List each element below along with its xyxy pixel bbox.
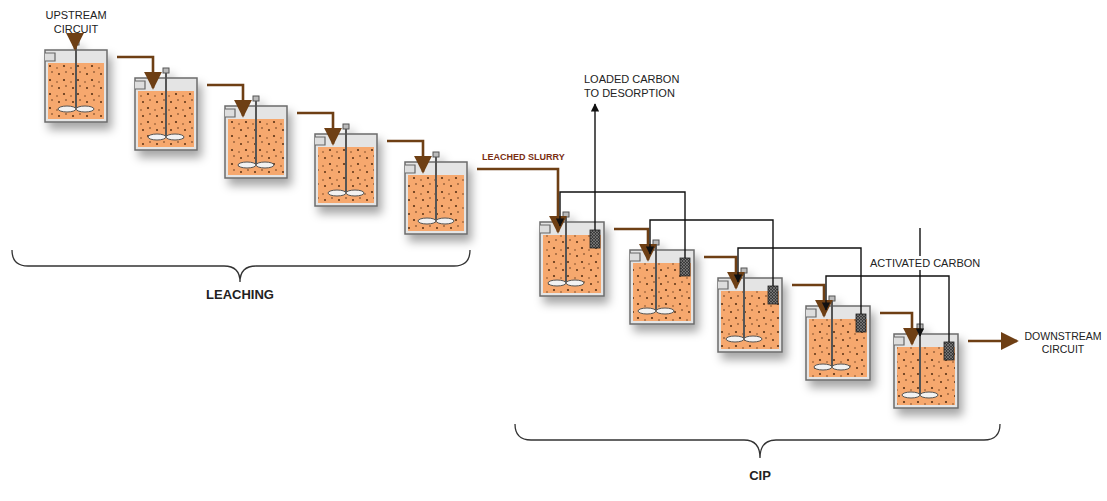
slurry-flow <box>207 85 243 116</box>
slurry-flow <box>704 257 736 288</box>
slurry-flow <box>297 113 333 144</box>
stream-label: UPSTREAM CIRCUIT <box>38 8 114 36</box>
agitated-tank <box>225 96 287 178</box>
stream-label: LEACHED SLURRY <box>482 152 565 163</box>
carbon-flow <box>650 220 773 286</box>
carbon-flow <box>738 248 861 314</box>
agitated-tank <box>405 152 467 234</box>
stream-label: DOWNSTREAM CIRCUIT <box>1022 330 1104 356</box>
slurry-flow <box>117 57 153 88</box>
stream-label: ACTIVATED CARBON <box>868 256 982 270</box>
agitated-tank <box>135 68 197 150</box>
slurry-flow <box>74 36 77 49</box>
leaching-bracket <box>12 250 470 282</box>
stream-label: LOADED CARBON TO DESORPTION <box>584 72 684 100</box>
section-heading: CIP <box>710 468 810 484</box>
section-heading: LEACHING <box>190 287 290 303</box>
cip-bracket <box>515 424 1000 458</box>
slurry-flow <box>387 141 423 172</box>
carbon-flow <box>826 276 949 342</box>
carbon-flow <box>919 228 920 336</box>
agitated-tank <box>45 40 107 122</box>
slurry-flow <box>792 285 824 316</box>
slurry-flow <box>880 313 912 344</box>
agitated-tank <box>315 124 377 206</box>
carbon-flow <box>594 104 595 230</box>
slurry-flow <box>477 169 558 232</box>
carbon-flow <box>560 192 685 258</box>
slurry-flow <box>614 229 648 260</box>
slurry-flow <box>968 340 1017 343</box>
